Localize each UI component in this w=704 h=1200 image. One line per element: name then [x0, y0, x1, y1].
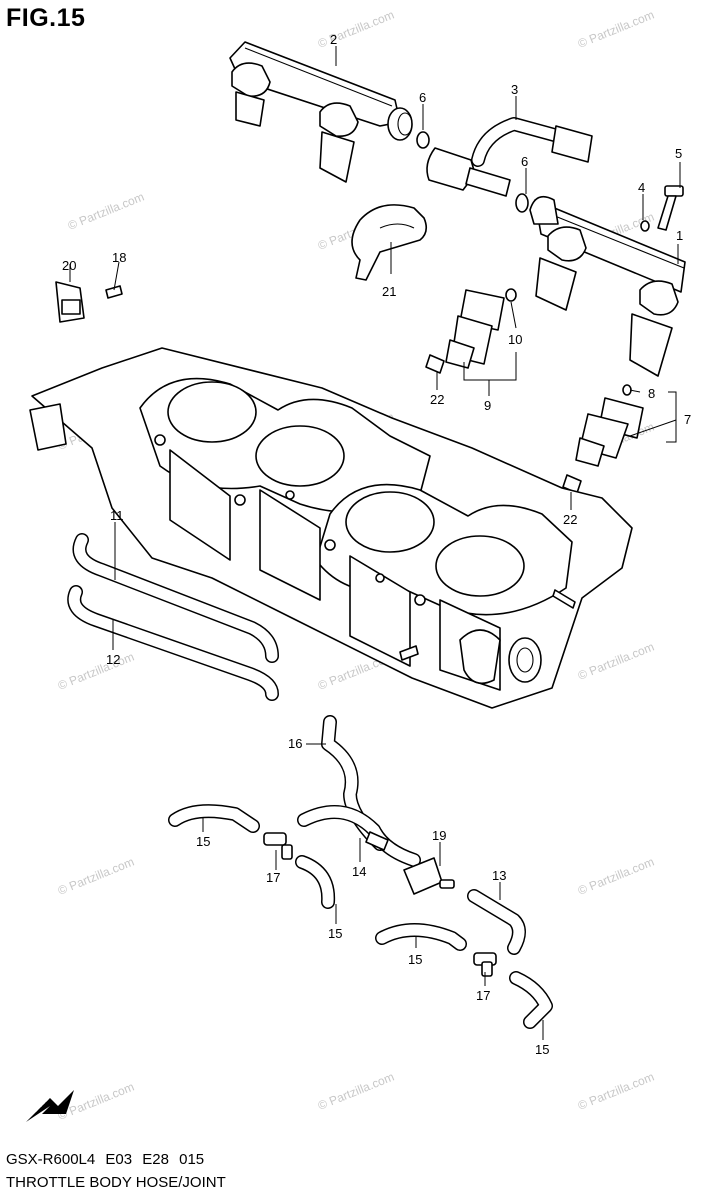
- fuel-connector-pipe: [426, 117, 593, 197]
- callout-label: 9: [484, 398, 491, 413]
- callout-label: 4: [638, 180, 645, 195]
- callout-label: 6: [419, 90, 426, 105]
- delivery-pipe-upper: [229, 41, 413, 183]
- hose: [375, 923, 467, 951]
- solenoid-valve: [403, 857, 455, 895]
- hose: [509, 971, 553, 1029]
- vacuum-hose: [72, 533, 279, 663]
- figure-title: FIG.15: [6, 4, 86, 32]
- hose-joint: [263, 832, 293, 860]
- callout-label: 15: [328, 926, 342, 941]
- callout-label: 22: [430, 392, 444, 407]
- callout-labels: 1 2 3 4 5 6 6 7 8 9 10 11 12 13 14 15 15…: [62, 32, 691, 1057]
- callout-label: 22: [563, 512, 577, 527]
- o-ring: [505, 288, 517, 302]
- delivery-pipe-lower: [529, 195, 686, 377]
- watermark: © Partzilla.com: [576, 1070, 656, 1113]
- callout-label: 15: [535, 1042, 549, 1057]
- hose: [295, 855, 336, 909]
- fuel-injector: [445, 289, 505, 369]
- callout-label: 7: [684, 412, 691, 427]
- sensor: [55, 281, 85, 323]
- callout-label: 14: [352, 864, 366, 879]
- callout-label: 17: [266, 870, 280, 885]
- bolt: [657, 185, 684, 231]
- callout-label: 11: [110, 508, 124, 523]
- watermark: © Partzilla.com: [576, 640, 656, 683]
- watermark: © Partzilla.com: [316, 1070, 396, 1113]
- model-code: GSX-R600L4 E03 E28 015: [6, 1151, 205, 1168]
- o-ring: [622, 384, 632, 396]
- throttle-body-assembly: [29, 347, 633, 709]
- callout-label: 1: [676, 228, 683, 243]
- leader-lines: [69, 46, 681, 1040]
- callout-label: 13: [492, 868, 506, 883]
- vacuum-hose: [67, 585, 279, 701]
- seal: [425, 354, 445, 374]
- callout-label: 12: [106, 652, 120, 667]
- callout-label: 3: [511, 82, 518, 97]
- screw: [105, 285, 123, 299]
- callout-label: 6: [521, 154, 528, 169]
- o-ring: [416, 131, 430, 149]
- hose: [168, 804, 260, 833]
- callout-label: 17: [476, 988, 490, 1003]
- callout-label: 2: [330, 32, 337, 47]
- watermark: © Partzilla.com: [576, 855, 656, 898]
- watermark: © Partzilla.com: [66, 190, 146, 233]
- callout-label: 21: [382, 284, 396, 299]
- callout-label: 20: [62, 258, 76, 273]
- washer: [640, 220, 650, 232]
- hose: [297, 805, 421, 867]
- callout-label: 16: [288, 736, 302, 751]
- callout-label: 15: [196, 834, 210, 849]
- callout-label: 15: [408, 952, 422, 967]
- watermark: © Partzilla.com: [576, 8, 656, 51]
- figure-name: THROTTLE BODY HOSE/JOINT: [6, 1174, 226, 1191]
- hose: [467, 889, 526, 955]
- callout-label: 18: [112, 250, 126, 265]
- watermark: © Partzilla.com: [56, 650, 136, 693]
- o-ring: [515, 193, 529, 213]
- callout-label: 5: [675, 146, 682, 161]
- callout-label: 8: [648, 386, 655, 401]
- watermark: © Partzilla.com: [56, 855, 136, 898]
- fuel-injector: [575, 397, 644, 467]
- callout-label: 10: [508, 332, 522, 347]
- watermark: © Partzilla.com: [316, 8, 396, 51]
- hose-joint: [473, 952, 497, 977]
- clamp: [351, 204, 428, 281]
- callout-label: 19: [432, 828, 446, 843]
- filter: [365, 831, 389, 851]
